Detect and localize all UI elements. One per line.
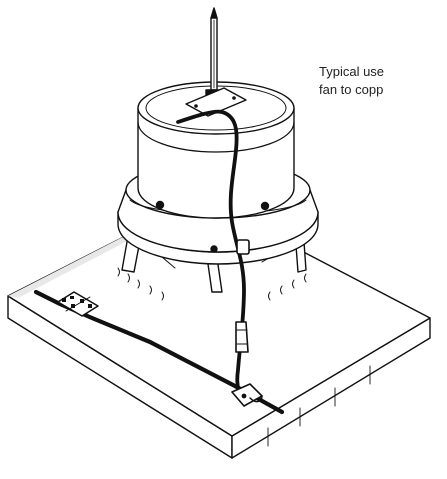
hood-band bbox=[137, 121, 295, 153]
caption-line-2: fan to copp bbox=[319, 82, 384, 97]
down-conductor bbox=[176, 109, 263, 407]
down-conductor-cable bbox=[176, 109, 246, 400]
cable-clip-left bbox=[57, 291, 99, 317]
splice-connector bbox=[235, 321, 249, 353]
bonding-clamp bbox=[231, 383, 263, 407]
hood-body bbox=[137, 107, 295, 219]
curb-hatching bbox=[267, 365, 371, 447]
air-terminal bbox=[185, 7, 247, 117]
hood-bolt-2 bbox=[260, 201, 270, 211]
hood-bolt-3 bbox=[210, 245, 218, 253]
curb-top-shade bbox=[8, 218, 160, 298]
flashing-ticks bbox=[117, 267, 307, 301]
terminal-tip bbox=[210, 7, 218, 19]
mounting-plate bbox=[185, 87, 247, 117]
hood-bolt-1 bbox=[155, 200, 165, 210]
cable-clamp-skirt bbox=[236, 239, 250, 255]
caption-line-1: Typical use bbox=[319, 64, 385, 79]
